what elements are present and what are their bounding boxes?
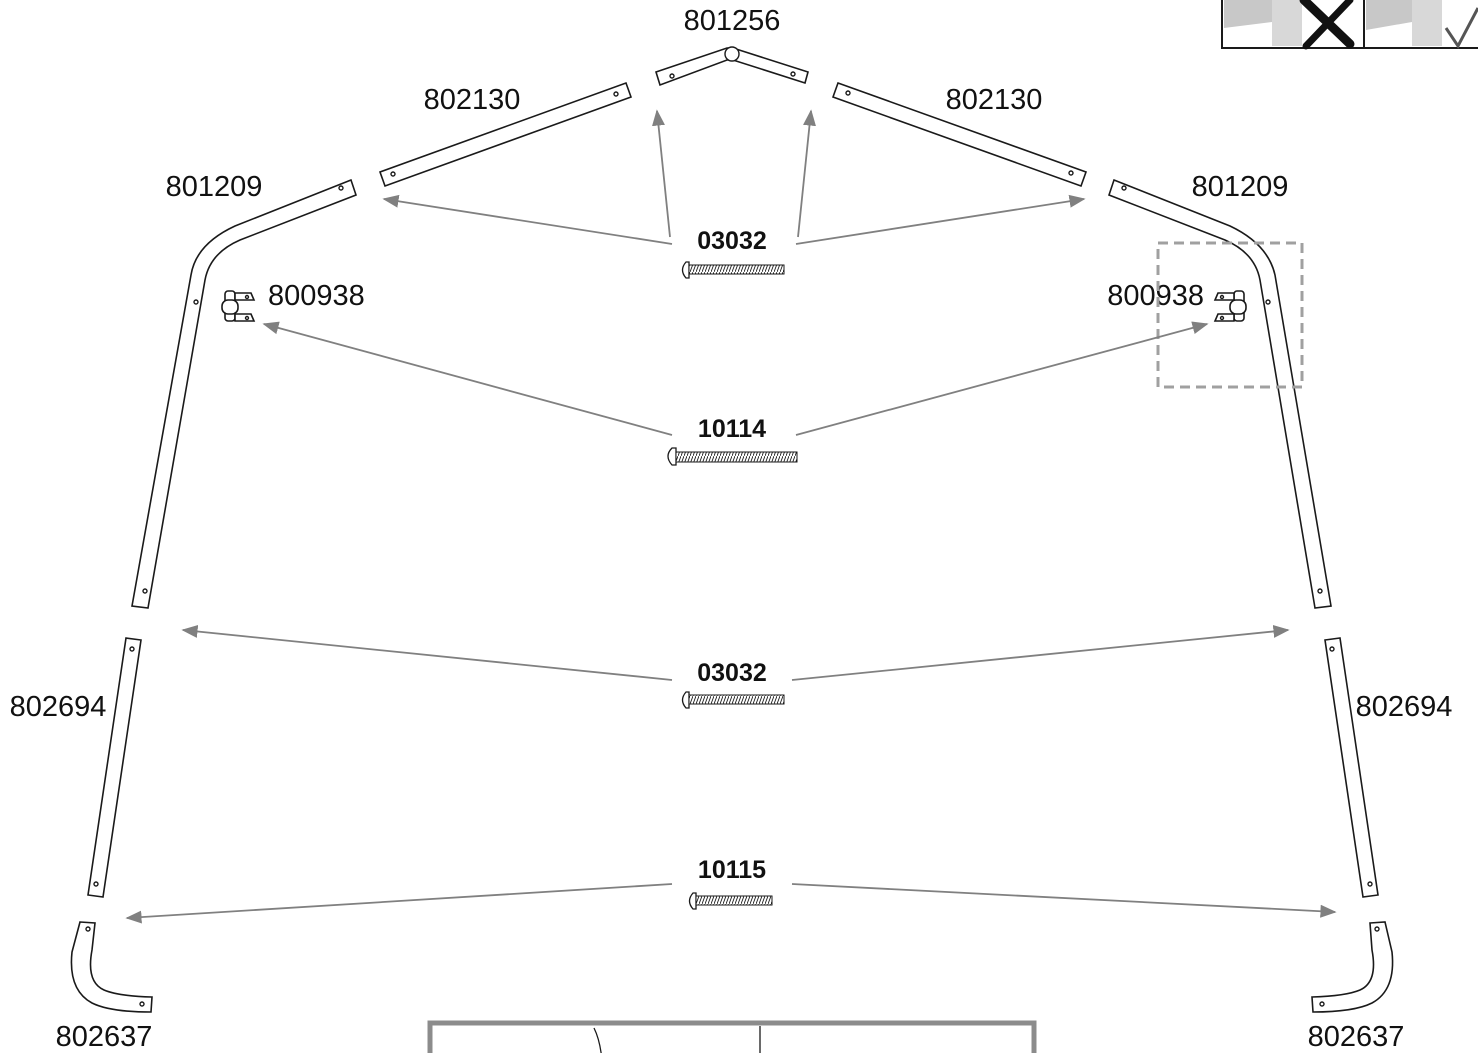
bow-left-label: 801209 bbox=[166, 171, 263, 203]
bolt-bracket-icon bbox=[667, 447, 798, 466]
arrow-top-to-apex-right bbox=[797, 109, 816, 238]
arrow-top-to-upper-left bbox=[382, 194, 673, 245]
arrow-bracket-to-left bbox=[262, 321, 673, 436]
bolt-bottom-label: 10115 bbox=[698, 856, 766, 884]
foot-right-label: 802637 bbox=[1308, 1021, 1405, 1053]
bolt-bracket-label: 10114 bbox=[698, 415, 766, 443]
lower-left-label: 802694 bbox=[10, 691, 107, 723]
bracket-right-icon bbox=[1213, 290, 1247, 322]
arrow-bottom-to-right bbox=[791, 883, 1337, 918]
detail-highlight-box bbox=[1156, 241, 1304, 389]
bracket-left-icon bbox=[221, 290, 256, 322]
foot-left-tube bbox=[70, 921, 153, 1013]
lower-right-label: 802694 bbox=[1356, 691, 1453, 723]
arrow-bottom-to-left bbox=[125, 883, 673, 924]
bow-right-tube bbox=[1108, 178, 1332, 609]
foot-left-label: 802637 bbox=[56, 1021, 153, 1053]
arrow-middle-to-right bbox=[791, 625, 1290, 681]
orientation-inset bbox=[1221, 0, 1478, 50]
arrow-top-to-upper-right bbox=[795, 194, 1086, 245]
lower-right-tube bbox=[1324, 637, 1379, 898]
apex-connector bbox=[655, 46, 809, 87]
bolt-top-label: 03032 bbox=[697, 227, 767, 255]
upper-right-tube bbox=[831, 81, 1088, 188]
detail-inset-frame bbox=[427, 1020, 1037, 1053]
lower-left-tube bbox=[87, 637, 142, 898]
arrow-top-to-apex-left bbox=[652, 109, 671, 238]
apex-label: 801256 bbox=[684, 5, 781, 37]
bolt-middle-icon bbox=[681, 691, 785, 709]
upper-right-label: 802130 bbox=[946, 84, 1043, 116]
bolt-top-icon bbox=[681, 261, 785, 279]
x-mark-icon bbox=[1299, 0, 1355, 50]
bracket-right-label: 800938 bbox=[1107, 280, 1204, 312]
upper-left-label: 802130 bbox=[424, 84, 521, 116]
check-mark-icon bbox=[1444, 7, 1478, 49]
bolt-bottom-icon bbox=[688, 892, 773, 910]
upper-left-tube bbox=[378, 81, 633, 188]
bow-left-tube bbox=[131, 178, 357, 609]
bracket-left-label: 800938 bbox=[268, 280, 365, 312]
arrow-bracket-to-right bbox=[795, 321, 1209, 436]
foot-right-tube bbox=[1311, 921, 1394, 1013]
arrow-middle-to-left bbox=[181, 625, 673, 681]
bolt-middle-label: 03032 bbox=[697, 659, 767, 687]
bow-right-label: 801209 bbox=[1192, 171, 1289, 203]
